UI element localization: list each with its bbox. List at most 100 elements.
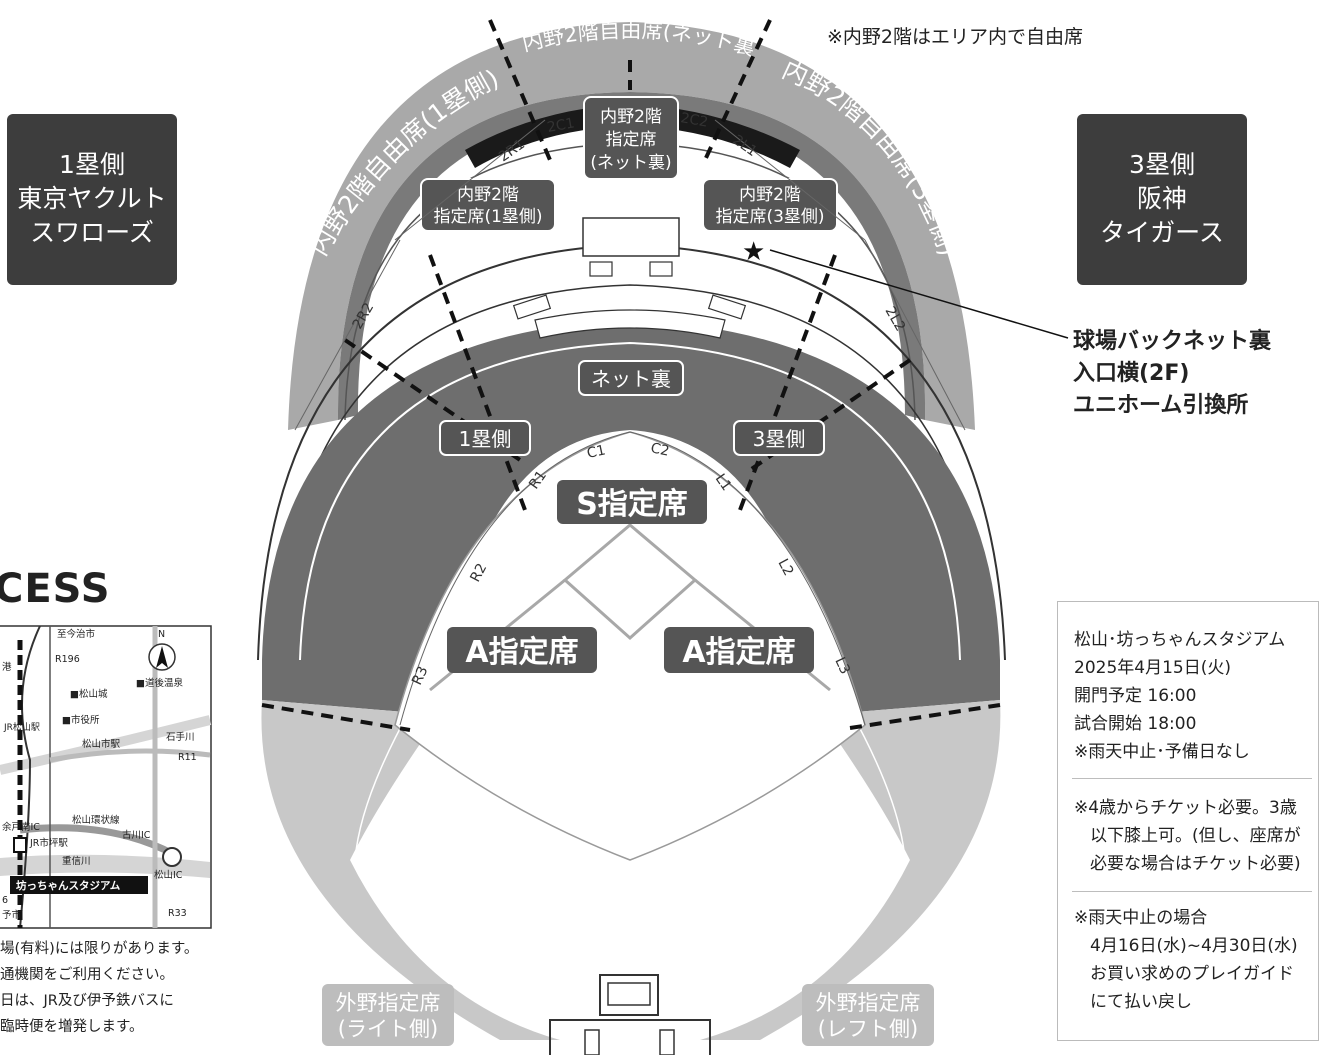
scoreboard-base [549, 1019, 711, 1055]
map-r11: R11 [178, 752, 197, 763]
info-divider-2 [1072, 891, 1312, 892]
a-reserved-1b-label-box: A指定席 [447, 627, 597, 673]
upper-reserved-3b-line1: 内野2階 [739, 185, 801, 205]
first-base-side-label: 1塁側 [59, 150, 125, 179]
gate-arrow-r [399, 431, 631, 726]
outfield-band [261, 700, 1001, 1040]
map-matsuyama-ic: 松山IC [154, 869, 183, 881]
gate-l2: L2 [774, 556, 796, 578]
refund-note-3: お買い求めのプレイガイド [1090, 964, 1294, 984]
rain-note: ※雨天中止･予備日なし [1074, 742, 1250, 762]
access-notes: 場(有料)には限りがあります。 通機関をご利用ください。 日は、JR及び伊予鉄バ… [0, 936, 198, 1040]
map-stadium: 坊っちゃんスタジアム [16, 879, 121, 892]
road-r11 [49, 748, 211, 763]
booth-right [649, 261, 673, 277]
star-icon: ★ [742, 237, 765, 267]
map-six: 6 [2, 895, 8, 906]
first-base-team-name-2: スワローズ [30, 218, 154, 247]
map-yodo-ic: 余戸南IC [2, 821, 40, 833]
a-reserved-1b-label: A指定席 [465, 635, 578, 670]
upper-reserved-3b-line2: 指定席(3塁側) [715, 207, 824, 227]
upper-deck-note: ※内野2階はエリア内で自由席 [827, 26, 1084, 48]
net-back-box [534, 309, 726, 339]
map-jr-station: JR松山駅 [3, 721, 40, 733]
gate-open-time: 開門予定 16:00 [1074, 686, 1197, 706]
upper-reserved-net-line3: (ネット裏) [590, 152, 671, 173]
first-base-team-box: 1塁側 東京ヤクルト スワローズ [7, 114, 177, 285]
gate-r3: R3 [409, 664, 431, 688]
outfield-left-line1: 外野指定席 [816, 991, 921, 1015]
ticket-note-3: 必要な場合はチケット必要) [1090, 854, 1301, 874]
map-r196: R196 [55, 654, 80, 665]
road-main [19, 625, 41, 929]
map-ring-road: 松山環状線 [72, 814, 120, 826]
river-ishite [0, 715, 212, 775]
map-ishite: 石手川 [166, 731, 195, 743]
scoreboard-post-1 [584, 1029, 600, 1055]
gate-r2: R2 [467, 561, 490, 585]
lower-1b-label-box: 1塁側 [439, 420, 531, 456]
upper-reserved-net-line2: 指定席 [606, 130, 657, 150]
gate-arrow-2l [714, 119, 866, 241]
ticket-note-1: ※4歳からチケット必要。3歳 [1074, 798, 1297, 818]
gate-l3: L3 [831, 655, 853, 677]
third-base-team-name-2: タイガース [1100, 218, 1224, 247]
net-back-label-box: ネット裏 [578, 360, 684, 396]
matsuyama-ic-circle [162, 847, 182, 867]
camera-right [707, 294, 747, 320]
lower-1b-label: 1塁側 [459, 427, 512, 451]
upper-reserved-net-line1: 内野2階 [600, 107, 662, 127]
lower-deck-gap [299, 341, 961, 661]
scoreboard [599, 974, 659, 1016]
outfield-inner-line-2 [699, 709, 906, 1036]
event-date: 2025年4月15日(火) [1074, 658, 1231, 678]
map-port: 港 [2, 661, 12, 673]
ticket-note: ※4歳からチケット必要。3歳 以下膝上可。(但し、座席が 必要な場合はチケット必… [1074, 794, 1301, 878]
divider-upper-right [703, 19, 772, 161]
s-reserved-label: S指定席 [576, 487, 688, 522]
refund-note-1: ※雨天中止の場合 [1074, 908, 1208, 928]
refund-note-2: 4月16日(水)~4月30日(水) [1090, 936, 1298, 956]
ticket-note-2: 以下膝上可。(但し、座席が [1090, 826, 1301, 846]
infield-diamond [562, 523, 698, 641]
divider-1b [428, 254, 527, 511]
access-note-2: 通機関をご利用ください。 [0, 967, 174, 983]
a-reserved-3b-label-box: A指定席 [664, 627, 814, 673]
press-box [582, 217, 680, 257]
upper-reserved-net-box: 内野2階 指定席 (ネット裏) [583, 96, 679, 180]
upper-deck-band [288, 22, 975, 430]
map-city-station: 松山市駅 [82, 738, 121, 750]
refund-note-4: にて払い戻し [1090, 992, 1192, 1012]
gate-arrow-l [629, 431, 866, 726]
divider-1b-outer [343, 338, 522, 462]
map-jr-ichitsubo: JR市坪駅 [29, 837, 68, 849]
gate-2c1: 2C1 [546, 115, 576, 136]
upper-reserved-1b-line2: 指定席(1塁側) [433, 207, 542, 227]
map-shigenobu: 重信川 [62, 855, 91, 867]
booth-left [589, 261, 613, 277]
lower-3b-label-box: 3塁側 [733, 420, 825, 456]
divider-right-field [261, 703, 411, 732]
event-info-box: 松山･坊っちゃんスタジアム 2025年4月15日(火) 開門予定 16:00 試… [1057, 601, 1319, 1041]
gate-arrow-2r [394, 119, 546, 241]
map-city-short: 予市 [2, 909, 22, 921]
map-to-imaharu: 至今治市 [57, 628, 96, 640]
scoreboard-post-2 [659, 1029, 675, 1055]
exchange-line2: 入口横(2F) [1073, 361, 1190, 386]
jr-ichitsubo-station [13, 837, 27, 853]
stadium-label-box [10, 876, 148, 894]
outfield-inner-line [354, 709, 561, 1036]
divider-upper-left [488, 19, 552, 161]
camera-left [512, 294, 552, 320]
refund-note: ※雨天中止の場合 4月16日(水)~4月30日(水) お買い求めのプレイガイド … [1074, 904, 1298, 1016]
gate-arrows [294, 119, 966, 726]
access-title: CESS [0, 566, 111, 612]
event-details: 松山･坊っちゃんスタジアム 2025年4月15日(火) 開門予定 16:00 試… [1074, 626, 1285, 766]
outfield-left-line2: (レフト側) [818, 1017, 918, 1041]
exchange-line3: ユニホーム引換所 [1073, 393, 1249, 418]
net-back-label: ネット裏 [591, 367, 671, 391]
access-map: 至今治市 R196 N 港 ■松山城 ■道後温泉 ■市役所 JR松山駅 松山市駅… [0, 625, 212, 929]
lower-3b-label: 3塁側 [753, 427, 806, 451]
gate-arrow-2l2 [864, 239, 966, 431]
